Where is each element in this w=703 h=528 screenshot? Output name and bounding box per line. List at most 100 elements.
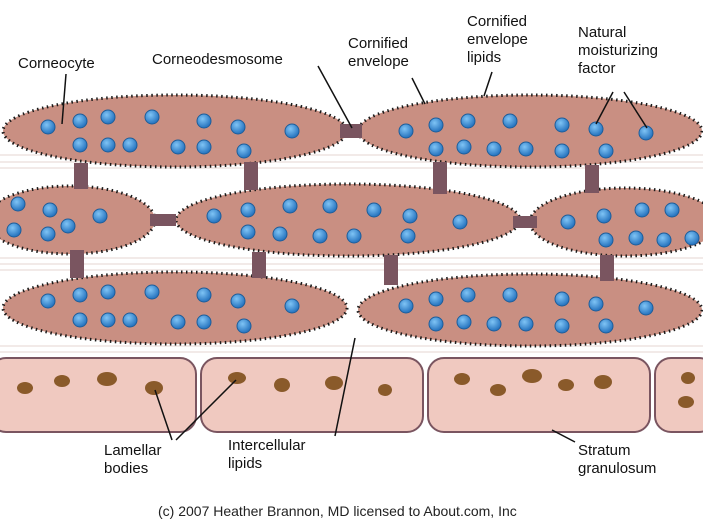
- nmf-dot: [599, 319, 613, 333]
- leader-line-cornified-envelope-lipids: [484, 72, 492, 96]
- label-corneocyte: Corneocyte: [18, 55, 95, 73]
- corneodesmosome: [600, 255, 614, 281]
- nmf-dot: [519, 142, 533, 156]
- nmf-dot: [487, 317, 501, 331]
- lamellar-body: [145, 381, 163, 395]
- nmf-dot: [429, 142, 443, 156]
- label-natural-moisturizing-factor: Natural moisturizing factor: [578, 24, 658, 78]
- nmf-dot: [597, 209, 611, 223]
- nmf-dot: [629, 231, 643, 245]
- nmf-dot: [231, 294, 245, 308]
- nmf-dot: [61, 219, 75, 233]
- nmf-dot: [101, 138, 115, 152]
- corneodesmosome: [433, 162, 447, 194]
- granular-cell: [0, 358, 196, 432]
- lamellar-body: [325, 376, 343, 390]
- nmf-dot: [453, 215, 467, 229]
- lamellar-body: [594, 375, 612, 389]
- lamellar-body: [454, 373, 470, 385]
- lamellar-body: [97, 372, 117, 386]
- nmf-dot: [401, 229, 415, 243]
- nmf-dot: [555, 144, 569, 158]
- nmf-dot: [665, 203, 679, 217]
- nmf-dot: [171, 315, 185, 329]
- nmf-dot: [399, 299, 413, 313]
- nmf-dot: [241, 225, 255, 239]
- nmf-dot: [73, 313, 87, 327]
- nmf-dot: [73, 114, 87, 128]
- nmf-dot: [101, 285, 115, 299]
- nmf-dot: [101, 110, 115, 124]
- lamellar-body: [17, 382, 33, 394]
- label-lamellar-bodies: Lamellar bodies: [104, 442, 162, 478]
- label-cornified-envelope: Cornified envelope: [348, 35, 409, 71]
- nmf-dot: [555, 292, 569, 306]
- nmf-dot: [237, 319, 251, 333]
- corneodesmosome: [244, 162, 258, 190]
- nmf-dot: [457, 140, 471, 154]
- granular-cell: [655, 358, 703, 432]
- nmf-dot: [285, 124, 299, 138]
- nmf-dot: [313, 229, 327, 243]
- lamellar-body: [228, 372, 246, 384]
- nmf-dot: [323, 199, 337, 213]
- nmf-dot: [367, 203, 381, 217]
- nmf-dot: [7, 223, 21, 237]
- nmf-dot: [11, 197, 25, 211]
- nmf-dot: [241, 203, 255, 217]
- leader-line-cornified-envelope: [412, 78, 425, 104]
- corneocyte-cell: [0, 186, 155, 254]
- nmf-dot: [41, 120, 55, 134]
- nmf-dot: [237, 144, 251, 158]
- nmf-dot: [589, 122, 603, 136]
- nmf-dot: [461, 114, 475, 128]
- nmf-dot: [429, 292, 443, 306]
- nmf-dot: [685, 231, 699, 245]
- nmf-dot: [171, 140, 185, 154]
- label-corneodesmosome: Corneodesmosome: [152, 51, 283, 69]
- nmf-dot: [273, 227, 287, 241]
- nmf-dot: [555, 319, 569, 333]
- nmf-dot: [487, 142, 501, 156]
- nmf-dot: [555, 118, 569, 132]
- nmf-dot: [347, 229, 361, 243]
- nmf-dot: [43, 203, 57, 217]
- nmf-dot: [461, 288, 475, 302]
- nmf-dot: [639, 126, 653, 140]
- corneodesmosome: [513, 216, 537, 228]
- nmf-dot: [123, 138, 137, 152]
- lamellar-body: [681, 372, 695, 384]
- nmf-dot: [231, 120, 245, 134]
- label-intercellular-lipids: Intercellular lipids: [228, 437, 306, 473]
- nmf-dot: [197, 288, 211, 302]
- nmf-dot: [93, 209, 107, 223]
- nmf-dot: [197, 140, 211, 154]
- nmf-dot: [73, 288, 87, 302]
- lamellar-body: [54, 375, 70, 387]
- nmf-dot: [41, 227, 55, 241]
- corneodesmosome: [252, 252, 266, 278]
- nmf-dot: [41, 294, 55, 308]
- nmf-dot: [589, 297, 603, 311]
- nmf-dot: [635, 203, 649, 217]
- nmf-dot: [145, 285, 159, 299]
- nmf-dot: [197, 114, 211, 128]
- nmf-dot: [73, 138, 87, 152]
- nmf-dot: [403, 209, 417, 223]
- corneodesmosome: [384, 255, 398, 285]
- nmf-dot: [197, 315, 211, 329]
- nmf-dot: [283, 199, 297, 213]
- corneodesmosome: [150, 214, 176, 226]
- corneocyte-cell: [530, 188, 703, 256]
- nmf-dot: [639, 301, 653, 315]
- lamellar-body: [558, 379, 574, 391]
- nmf-dot: [101, 313, 115, 327]
- nmf-dot: [561, 215, 575, 229]
- granular-cell: [201, 358, 423, 432]
- nmf-dot: [503, 288, 517, 302]
- corneodesmosome: [70, 250, 84, 278]
- lamellar-body: [678, 396, 694, 408]
- copyright-credit: (c) 2007 Heather Brannon, MD licensed to…: [158, 503, 517, 519]
- corneodesmosome: [585, 165, 599, 193]
- nmf-dot: [429, 118, 443, 132]
